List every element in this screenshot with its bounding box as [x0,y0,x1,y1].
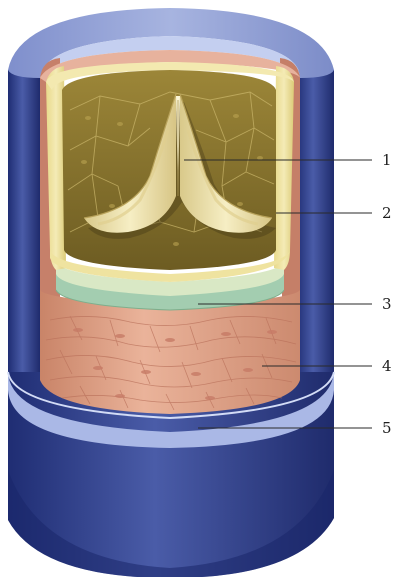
callout-5-number: 5 [382,419,392,437]
callout-3-number: 3 [382,295,392,313]
callout-4-number: 4 [382,357,392,375]
callout-1-number: 1 [382,151,392,169]
callout-2-number: 2 [382,204,392,222]
